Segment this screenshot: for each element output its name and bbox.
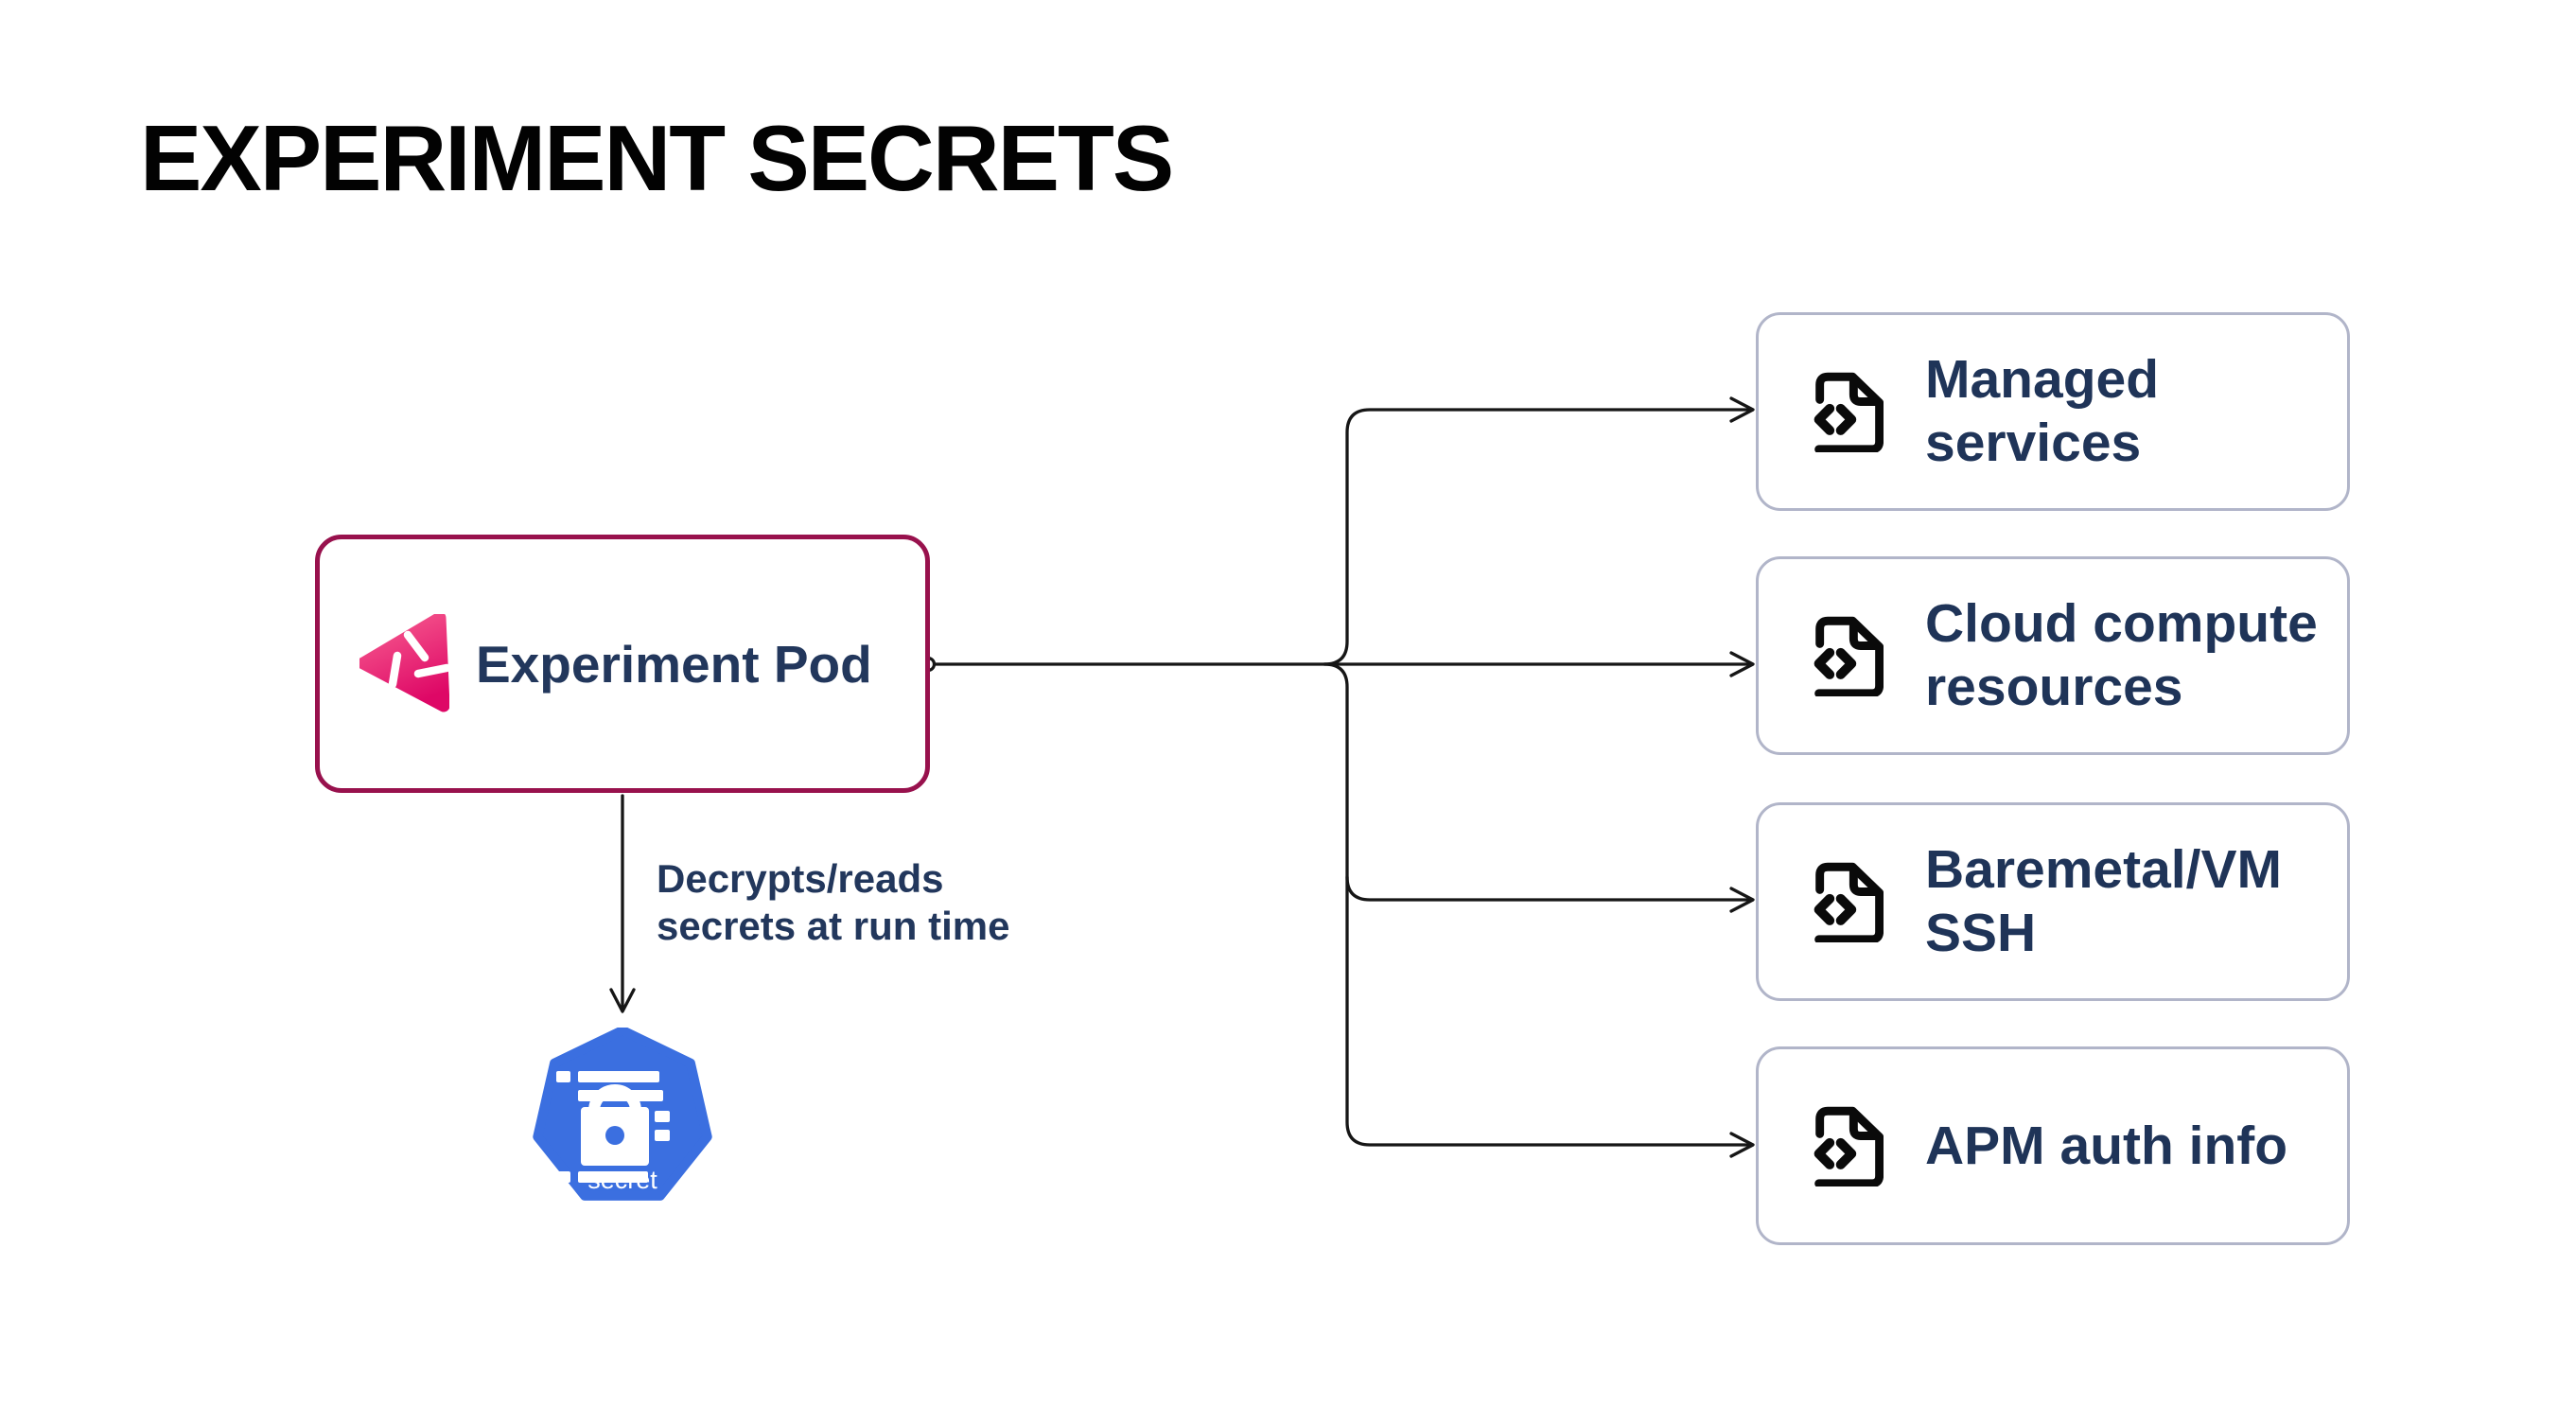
node-cloud-compute: Cloud compute resources [1756, 556, 2350, 755]
node-apm-auth-info: APM auth info [1756, 1046, 2350, 1245]
annotation-line-2: secrets at run time [657, 903, 1010, 948]
node-experiment-pod: Experiment Pod [315, 535, 930, 793]
edge-pod-to-managed-services [1323, 408, 1752, 666]
arrowhead-managed-services [1729, 396, 1755, 423]
file-code-icon [1814, 616, 1884, 696]
node-secret: secret [533, 1028, 712, 1201]
arrowhead-secret [609, 988, 636, 1013]
node-managed-services: Managed services [1756, 312, 2350, 511]
annotation-line-1: Decrypts/reads [657, 856, 944, 901]
target-label: Cloud compute resources [1925, 593, 2318, 717]
target-label: Baremetal/VM SSH [1925, 839, 2282, 963]
edge-pod-to-apm-auth [1323, 662, 1752, 1147]
file-code-icon [1814, 862, 1884, 942]
annotation-decrypts: Decrypts/reads secrets at run time [657, 855, 1010, 949]
secret-label: secret [587, 1166, 657, 1194]
pod-label: Experiment Pod [476, 634, 872, 694]
node-baremetal-vm-ssh: Baremetal/VM SSH [1756, 802, 2350, 1001]
target-label: Managed services [1925, 349, 2160, 473]
target-label: APM auth info [1925, 1115, 2288, 1176]
page-title: EXPERIMENT SECRETS [140, 106, 1174, 210]
arrowhead-baremetal [1729, 887, 1755, 913]
litmus-chaos-icon [359, 614, 449, 712]
file-code-icon [1814, 372, 1884, 452]
arrowhead-cloud-compute [1729, 651, 1755, 677]
file-code-icon [1814, 1106, 1884, 1186]
edge-pod-to-baremetal [1345, 875, 1752, 902]
arrowhead-apm-auth [1729, 1132, 1755, 1158]
secret-lock-icon [556, 1071, 670, 1183]
